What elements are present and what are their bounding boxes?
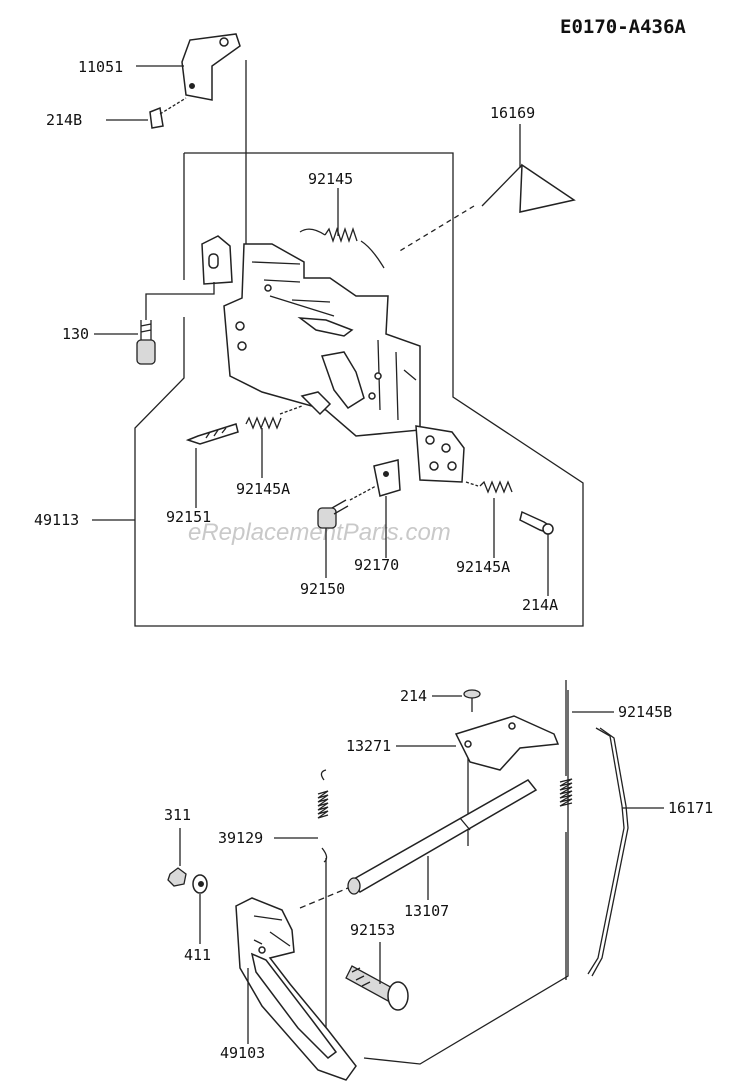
nut-part-311	[167, 867, 187, 887]
callout-13271: 13271	[346, 737, 391, 755]
bolt-part-92153	[345, 965, 409, 1011]
callout-leaders-top	[92, 65, 549, 596]
callout-16169: 16169	[490, 104, 535, 122]
bottom-outline	[299, 690, 569, 1065]
callout-92145a-right: 92145A	[456, 558, 510, 576]
screw-part-92151	[185, 423, 239, 445]
assembly-outline-49113	[134, 152, 584, 627]
plate-part-13271	[454, 715, 560, 771]
callout-411: 411	[184, 946, 211, 964]
spring-part-92145a-right	[465, 480, 513, 494]
screw-part-214a	[519, 510, 554, 535]
callout-92170: 92170	[354, 556, 399, 574]
lever-part-92170	[373, 459, 401, 497]
shaft-part-13107	[347, 779, 538, 895]
callout-130: 130	[62, 325, 89, 343]
screw-part-214	[463, 689, 481, 712]
callout-49113: 49113	[34, 511, 79, 529]
callout-49103: 49103	[220, 1044, 265, 1062]
callout-11051: 11051	[78, 58, 123, 76]
spring-part-92145b	[559, 680, 573, 980]
link-bracket-part	[201, 235, 233, 285]
callout-92153: 92153	[350, 921, 395, 939]
callout-92145b: 92145B	[618, 703, 672, 721]
callout-92145a-left: 92145A	[236, 480, 290, 498]
callout-13107: 13107	[404, 902, 449, 920]
callout-214: 214	[400, 687, 427, 705]
bolt-part-130	[136, 282, 215, 365]
callout-39129: 39129	[218, 829, 263, 847]
rod-part-16169	[397, 163, 576, 253]
bracket-part-11051	[181, 33, 241, 101]
callout-92151: 92151	[166, 508, 211, 526]
callout-16171: 16171	[668, 799, 713, 817]
washer-part-411	[192, 874, 208, 894]
callout-311: 311	[164, 806, 191, 824]
diagram-code: E0170-A436A	[560, 16, 686, 38]
lever-part-49103	[235, 897, 357, 1081]
callout-92150: 92150	[300, 580, 345, 598]
spring-part-92145-top	[299, 226, 385, 269]
callout-214a: 214A	[522, 596, 558, 614]
bolt-part-92150	[317, 485, 377, 529]
callout-leaders-bottom	[179, 695, 664, 1044]
callout-92145-top: 92145	[308, 170, 353, 188]
spring-part-92145a-left	[245, 405, 303, 430]
control-plate-part	[223, 243, 465, 483]
spring-part-39129	[317, 769, 329, 863]
callout-214b: 214B	[46, 111, 82, 129]
rod-part-16171	[587, 727, 629, 977]
screw-part-214b	[149, 97, 187, 129]
